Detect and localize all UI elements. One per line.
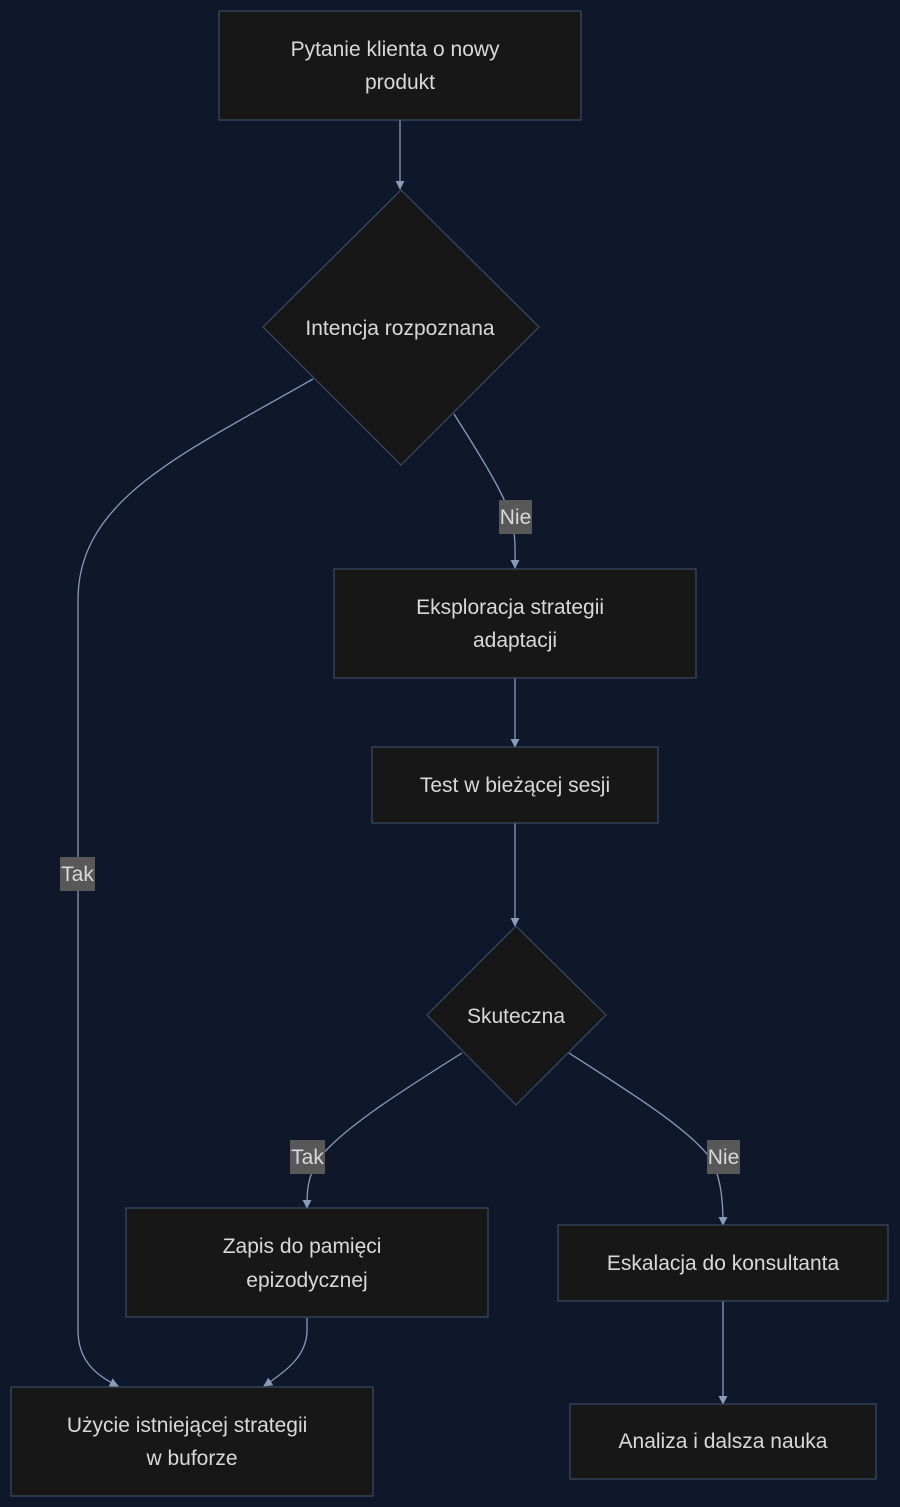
edge-effective-to-escalate [568, 1052, 728, 1226]
nodes: Pytanie klienta o nowy produkt Intencja … [10, 10, 889, 1497]
edge-label-effective-yes: Tak [290, 1140, 325, 1174]
edge-label-intent-no: Nie [499, 500, 532, 534]
edge-intent-to-use [77, 378, 314, 1387]
edge-save-to-use [263, 1318, 308, 1387]
node-question: Pytanie klienta o nowy produkt [218, 10, 582, 121]
node-analyze: Analiza i dalsza nauka [569, 1403, 877, 1480]
edge-intent-to-explore [453, 413, 520, 569]
svg-text:Test w bieżącej sesji: Test w bieżącej sesji [420, 774, 610, 797]
node-use: Użycie istniejącej strategii w buforze [10, 1386, 374, 1497]
node-save: Zapis do pamięci epizodycznej [125, 1207, 489, 1318]
svg-text:Pytanie klienta o nowy: Pytanie klienta o nowy produkt [291, 38, 506, 94]
edge-label-intent-yes: Tak [60, 857, 95, 891]
svg-text:Analiza i dalsza nauka: Analiza i dalsza nauka [619, 1430, 828, 1453]
node-explore: Eksploracja strategii adaptacji [333, 568, 697, 679]
svg-text:Tak: Tak [61, 863, 94, 886]
svg-text:Nie: Nie [708, 1146, 740, 1169]
edges [77, 120, 728, 1405]
svg-text:Użycie istniejącej strategii: Użycie istniejącej strategii w buforze [67, 1414, 313, 1470]
edge-label-effective-no: Nie [707, 1140, 740, 1174]
node-escalate: Eskalacja do konsultanta [557, 1224, 889, 1302]
edge-effective-to-save [302, 1052, 463, 1209]
node-test: Test w bieżącej sesji [371, 746, 659, 824]
svg-text:Nie: Nie [500, 506, 532, 529]
node-effective-decision: Skuteczna [426, 925, 607, 1106]
svg-text:Tak: Tak [291, 1146, 324, 1169]
svg-text:Skuteczna: Skuteczna [467, 1005, 565, 1028]
edge-labels: Nie Tak Tak Nie [60, 500, 740, 1174]
node-intent-decision: Intencja rozpoznana [262, 189, 540, 466]
svg-text:Eskalacja do konsultanta: Eskalacja do konsultanta [607, 1252, 840, 1275]
svg-text:Eksploracja strategii: Eksploracja strategii adaptacji [416, 596, 610, 652]
svg-text:Intencja rozpoznana: Intencja rozpoznana [305, 317, 494, 340]
svg-text:Zapis do pamięci epizo: Zapis do pamięci epizodycznej [223, 1235, 388, 1292]
